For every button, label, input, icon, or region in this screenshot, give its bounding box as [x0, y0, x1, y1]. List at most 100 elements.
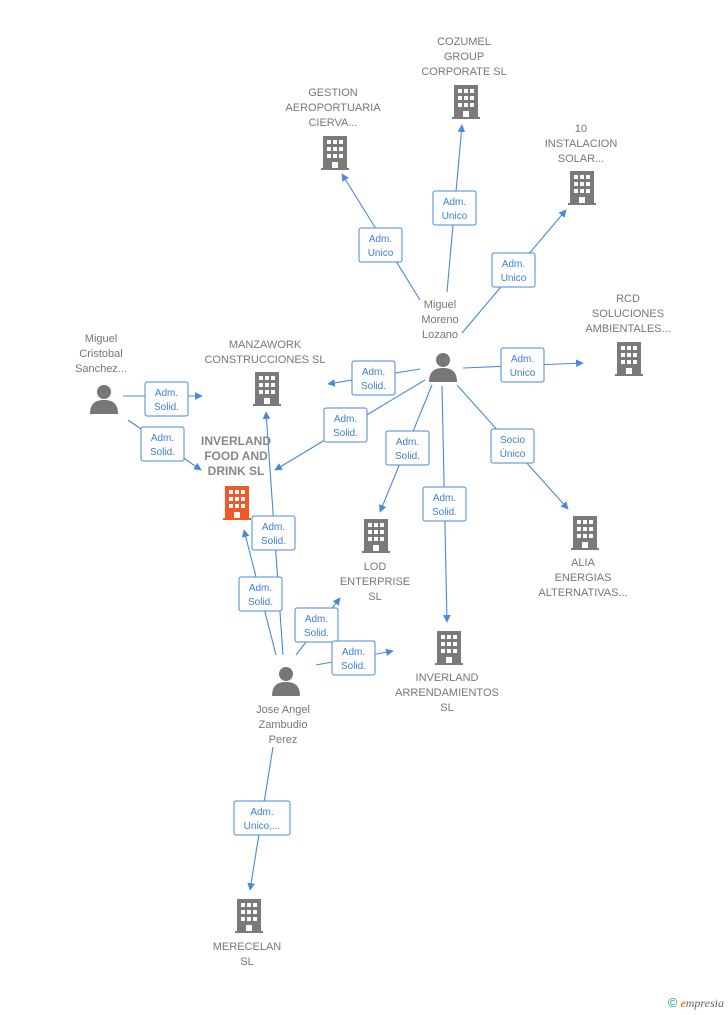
- building-icon: [571, 516, 599, 550]
- edge-label-moreno-inverland-arr[interactable]: Adm. Solid.: [422, 486, 467, 522]
- building-icon: [452, 85, 480, 119]
- edge-label-line-2: Solid.: [333, 428, 358, 439]
- edge-label-line-2: Unico: [442, 211, 468, 222]
- edge-label-line-2: Solid.: [154, 402, 179, 413]
- person-icon: [90, 385, 118, 414]
- node-instalacion[interactable]: 10 INSTALACION SOLAR...: [545, 123, 618, 205]
- node-cozumel[interactable]: COZUMEL GROUP CORPORATE SL: [421, 36, 507, 119]
- node-miguel-cristobal[interactable]: Miguel Cristobal Sanchez...: [75, 333, 127, 414]
- edge-label-line-1: Adm.: [262, 522, 285, 533]
- node-merecelan[interactable]: MERECELAN SL: [213, 899, 282, 968]
- node-miguel-moreno[interactable]: Miguel Moreno Lozano: [421, 299, 459, 382]
- node-inverland-food[interactable]: INVERLAND FOOD AND DRINK SL: [201, 434, 271, 520]
- node-label-line: Lozano: [422, 329, 458, 341]
- person-icon: [429, 353, 457, 382]
- edge-label-line-2: Unico: [501, 273, 527, 284]
- edge-label-line-1: Adm.: [502, 259, 525, 270]
- node-gestion[interactable]: GESTION AEROPORTUARIA CIERVA...: [285, 87, 381, 170]
- building-icon: [235, 899, 263, 933]
- building-icon: [615, 342, 643, 376]
- edge-label-moreno-manzawork[interactable]: Adm. Solid.: [351, 360, 396, 396]
- node-inverland-arr[interactable]: INVERLAND ARRENDAMIENTOS SL: [395, 631, 499, 714]
- node-label-line: ALIA: [571, 557, 596, 569]
- node-label-line: CONSTRUCCIONES SL: [204, 354, 325, 366]
- edge-label-line-1: Adm.: [433, 493, 456, 504]
- edge-label-line-1: Adm.: [511, 354, 534, 365]
- edge-label-line-2: Único: [500, 447, 526, 460]
- edge-label-moreno-alia[interactable]: Socio Único: [490, 428, 535, 464]
- edge-label-line-1: Adm.: [443, 197, 466, 208]
- node-label-line: DRINK SL: [208, 464, 265, 478]
- node-rcd[interactable]: RCD SOLUCIONES AMBIENTALES...: [585, 293, 671, 376]
- node-label-line: INSTALACION: [545, 138, 618, 150]
- edge-label-moreno-instalacion[interactable]: Adm. Unico: [491, 252, 536, 288]
- node-label-line: AEROPORTUARIA: [285, 102, 381, 114]
- edge-label-jose-inverland-arr[interactable]: Adm. Solid.: [331, 640, 376, 676]
- building-icon: [568, 171, 596, 205]
- person-icon: [272, 667, 300, 696]
- brand-initial: e: [680, 996, 686, 1010]
- edge-label-moreno-lod[interactable]: Adm. Solid.: [385, 430, 430, 466]
- edge-label-jose-merecelan[interactable]: Adm. Unico,...: [233, 800, 291, 836]
- company-nodes: COZUMEL GROUP CORPORATE SL GESTION AEROP…: [201, 36, 671, 968]
- person-nodes: Miguel Moreno Lozano Miguel Cristobal Sa…: [75, 299, 459, 746]
- edge-label-line-1: Adm.: [342, 647, 365, 658]
- node-label-line: AMBIENTALES...: [585, 323, 670, 335]
- edge-label-line-2: Solid.: [432, 507, 457, 518]
- node-label-line: COZUMEL: [437, 36, 491, 48]
- node-label-line: SL: [368, 591, 381, 603]
- copyright-icon: ©: [667, 995, 678, 1010]
- node-label-line: MANZAWORK: [229, 339, 302, 351]
- node-label-line: INVERLAND: [416, 672, 479, 684]
- edge-label-line-2: Solid.: [361, 381, 386, 392]
- node-label-line: ENTERPRISE: [340, 576, 410, 588]
- node-label-line: MERECELAN: [213, 941, 282, 953]
- edge-label-line-2: Solid.: [248, 597, 273, 608]
- node-label-line: ALTERNATIVAS...: [538, 587, 627, 599]
- building-icon: [321, 136, 349, 170]
- edge-label-line-2: Unico: [510, 368, 536, 379]
- edge-label-line-2: Solid.: [341, 661, 366, 672]
- edge-label-jose-lod[interactable]: Adm. Solid.: [294, 607, 339, 643]
- edge-label-line-1: Adm.: [369, 234, 392, 245]
- node-label-line: GESTION: [308, 87, 358, 99]
- node-label-line: SL: [240, 956, 253, 968]
- edge-label-line-1: Adm.: [249, 583, 272, 594]
- node-label-line: 10: [575, 123, 587, 135]
- edge-label-moreno-rcd[interactable]: Adm. Unico: [500, 347, 545, 383]
- edge-label-cristobal-manzawork[interactable]: Adm. Solid.: [144, 381, 189, 417]
- node-label-line: LOD: [364, 561, 387, 573]
- node-label-line: Sanchez...: [75, 363, 127, 375]
- node-label-line: Moreno: [421, 314, 458, 326]
- node-label-line: Miguel: [85, 333, 117, 345]
- node-lod[interactable]: LOD ENTERPRISE SL: [340, 519, 410, 603]
- edge-label-moreno-cozumel[interactable]: Adm. Unico: [432, 190, 477, 226]
- node-label-line: Jose Angel: [256, 704, 310, 716]
- node-label-line: SOLUCIONES: [592, 308, 664, 320]
- node-label-line: CORPORATE SL: [421, 66, 506, 78]
- edges-layer: [123, 124, 584, 891]
- building-icon: [223, 486, 251, 520]
- edge-label-line-1: Adm.: [362, 367, 385, 378]
- edge-label-cristobal-inverland-food[interactable]: Adm. Solid.: [140, 426, 185, 462]
- node-label-line: Perez: [269, 734, 298, 746]
- edge-label-line-2: Unico,...: [244, 821, 281, 832]
- node-jose-angel[interactable]: Jose Angel Zambudio Perez: [256, 667, 310, 746]
- node-label-line: ENERGIAS: [555, 572, 612, 584]
- edge-label-line-2: Unico: [368, 248, 394, 259]
- edge-label-moreno-inverland-food[interactable]: Adm. Solid.: [323, 407, 368, 443]
- node-label-line: SOLAR...: [558, 153, 604, 165]
- node-manzawork[interactable]: MANZAWORK CONSTRUCCIONES SL: [204, 339, 326, 406]
- edge-label-jose-inverland-food[interactable]: Adm. Solid.: [238, 576, 283, 612]
- edge-label-line-1: Adm.: [334, 414, 357, 425]
- edge-label-moreno-gestion[interactable]: Adm. Unico: [358, 227, 403, 263]
- node-label-line: GROUP: [444, 51, 484, 63]
- node-label-line: ARRENDAMIENTOS: [395, 687, 499, 699]
- edge-label-jose-manzawork[interactable]: Adm. Solid.: [251, 515, 296, 551]
- node-alia[interactable]: ALIA ENERGIAS ALTERNATIVAS...: [538, 516, 628, 599]
- building-icon: [435, 631, 463, 665]
- building-icon: [253, 372, 281, 406]
- brand-name: mpresia: [685, 996, 724, 1010]
- edge-label-line-2: Solid.: [150, 447, 175, 458]
